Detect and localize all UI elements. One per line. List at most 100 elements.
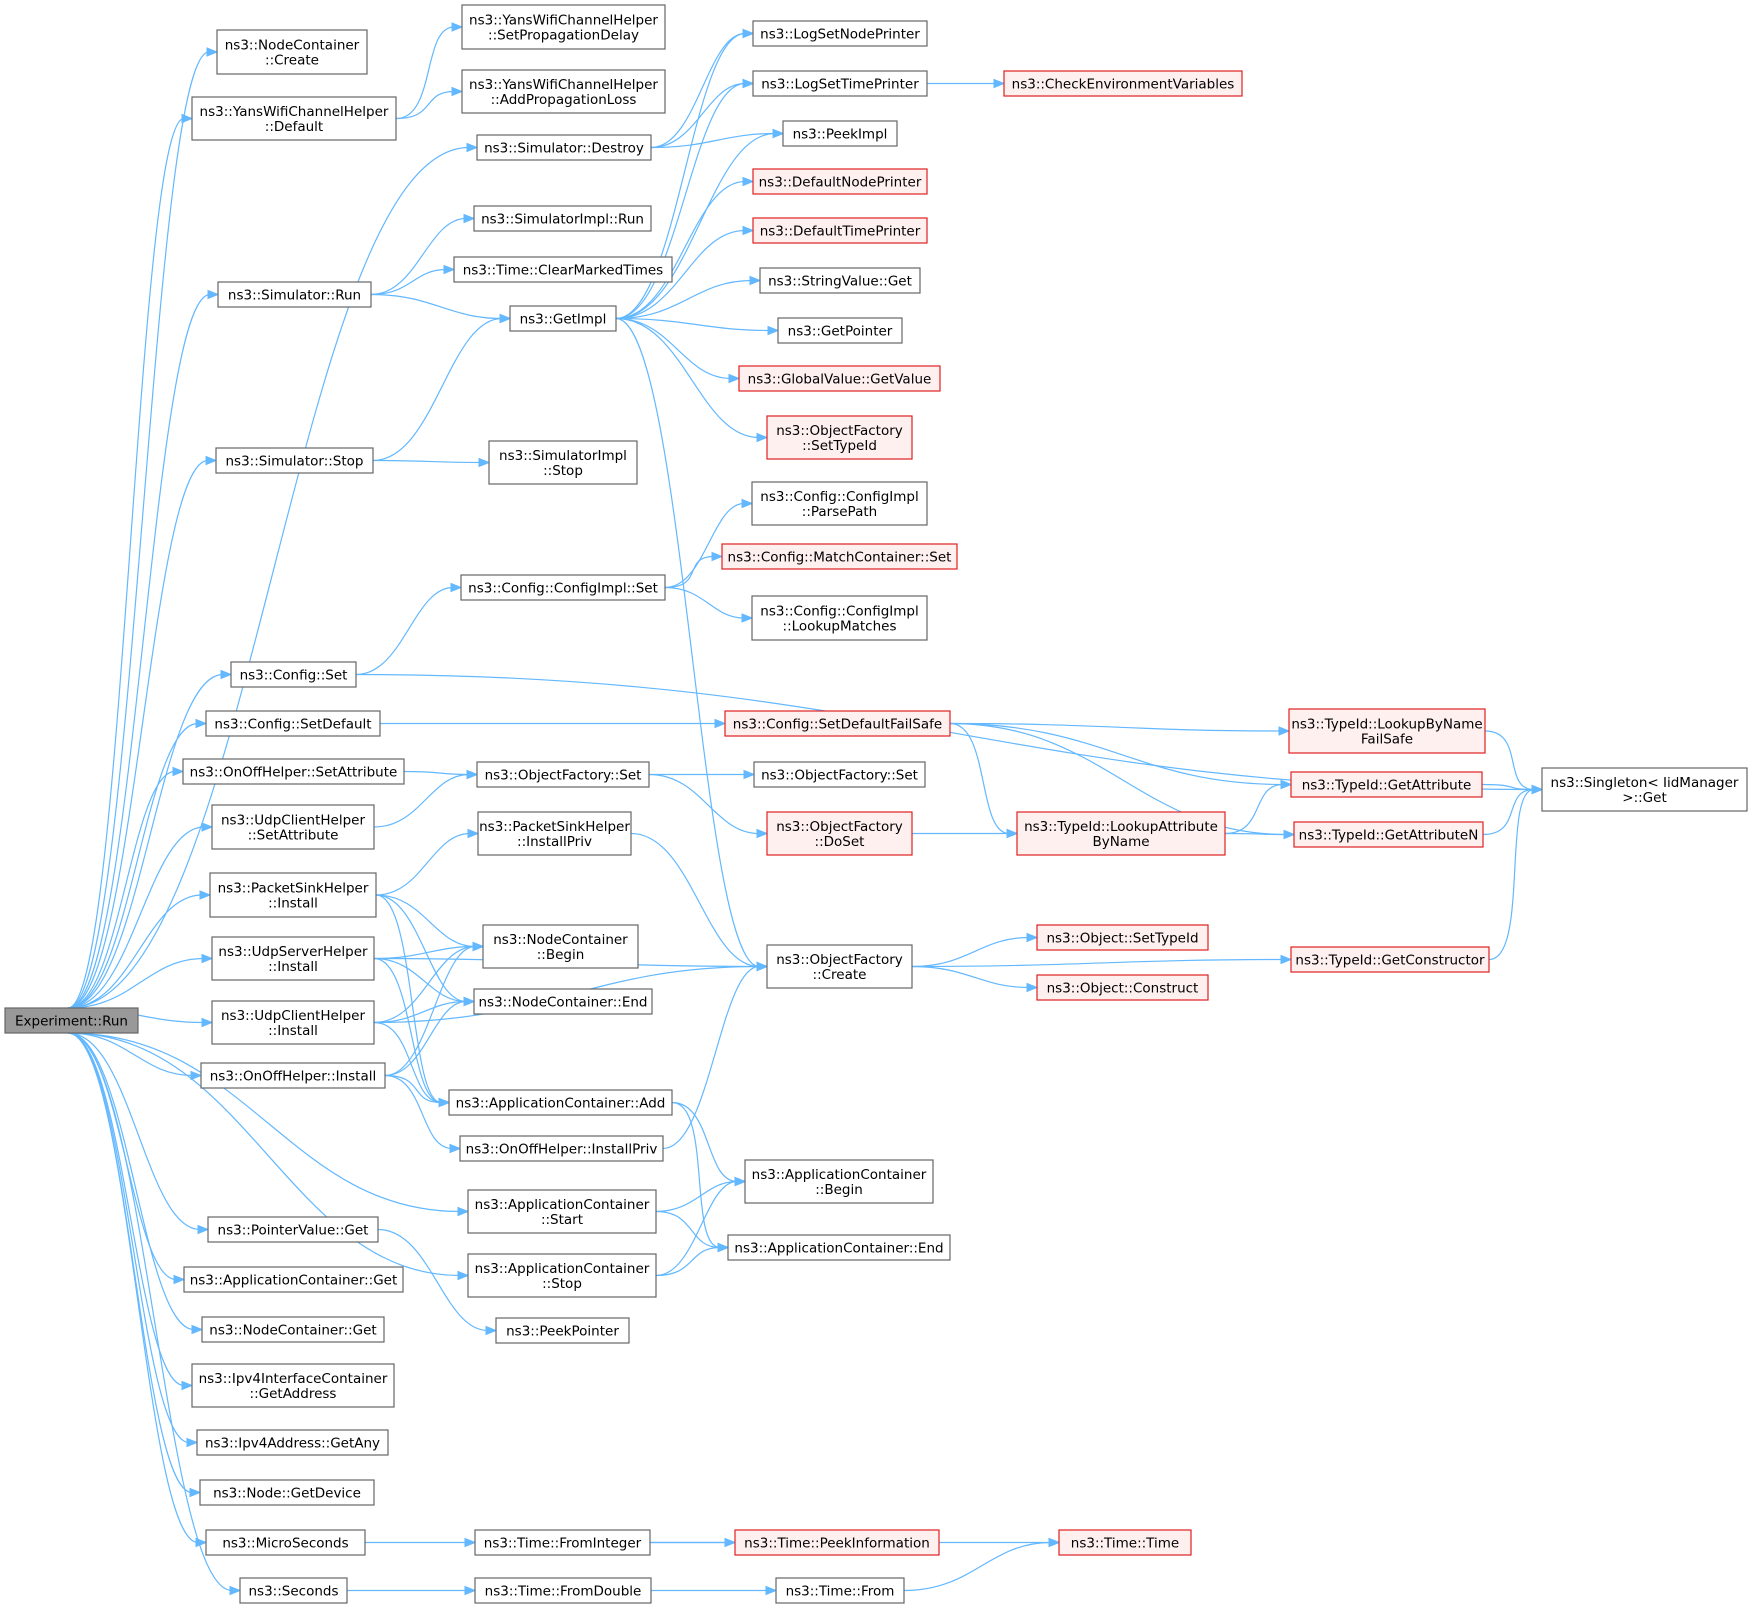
node-singleton-get[interactable]: ns3::Singleton< IidManager>::Get bbox=[1541, 767, 1748, 812]
node-time-clear[interactable]: ns3::Time::ClearMarkedTimes bbox=[453, 256, 673, 283]
node-time-fromdouble[interactable]: ns3::Time::FromDouble bbox=[474, 1577, 652, 1604]
node-objfac-doset[interactable]: ns3::ObjectFactory::DoSet bbox=[766, 811, 913, 856]
node-sim-run[interactable]: ns3::Simulator::Run bbox=[217, 281, 372, 308]
node-time-peekinfo[interactable]: ns3::Time::PeekInformation bbox=[734, 1529, 940, 1556]
node-defnodeprinter[interactable]: ns3::DefaultNodePrinter bbox=[752, 168, 928, 195]
node-label: ns3::StringValue::Get bbox=[768, 274, 912, 290]
edge-arrowhead bbox=[772, 128, 785, 139]
node-objfac-set2[interactable]: ns3::ObjectFactory::Set bbox=[753, 761, 926, 788]
node-root[interactable]: Experiment::Run bbox=[4, 1007, 139, 1034]
node-config-setdefault[interactable]: ns3::Config::SetDefault bbox=[205, 710, 381, 737]
node-ipv4addr-getany[interactable]: ns3::Ipv4Address::GetAny bbox=[196, 1429, 389, 1456]
node-nc-create[interactable]: ns3::NodeContainer::Create bbox=[216, 29, 368, 75]
node-typeid-getattrn[interactable]: ns3::TypeId::GetAttributeN bbox=[1293, 821, 1484, 848]
edge-line bbox=[373, 1000, 467, 1024]
node-packetsink-install[interactable]: ns3::PacketSinkHelper::Install bbox=[209, 872, 377, 918]
node-appc-get[interactable]: ns3::ApplicationContainer::Get bbox=[183, 1266, 404, 1293]
node-cfgimpl-set[interactable]: ns3::Config::ConfigImpl::Set bbox=[460, 574, 666, 601]
node-node-getdevice[interactable]: ns3::Node::GetDevice bbox=[199, 1479, 375, 1506]
node-getpointer[interactable]: ns3::GetPointer bbox=[777, 317, 903, 344]
node-getimpl[interactable]: ns3::GetImpl bbox=[509, 305, 617, 332]
node-pointervalue-get[interactable]: ns3::PointerValue::Get bbox=[207, 1216, 379, 1243]
node-label: ns3::Config::SetDefault bbox=[214, 717, 371, 733]
node-logsetnode[interactable]: ns3::LogSetNodePrinter bbox=[752, 20, 928, 47]
node-peekpointer[interactable]: ns3::PeekPointer bbox=[495, 1317, 630, 1344]
node-object-settypeid[interactable]: ns3::Object::SetTypeId bbox=[1036, 924, 1209, 951]
node-cfgimpl-parse[interactable]: ns3::Config::ConfigImpl::ParsePath bbox=[751, 481, 928, 526]
node-nc-get[interactable]: ns3::NodeContainer::Get bbox=[201, 1316, 385, 1343]
node-sim-destroy[interactable]: ns3::Simulator::Destroy bbox=[476, 134, 652, 161]
node-udpclient-setattr[interactable]: ns3::UdpClientHelper::SetAttribute bbox=[211, 804, 375, 850]
node-label: ns3::ObjectFactory bbox=[776, 423, 903, 439]
node-time-frominteger[interactable]: ns3::Time::FromInteger bbox=[474, 1529, 651, 1556]
node-objfac-settypeid[interactable]: ns3::ObjectFactory::SetTypeId bbox=[766, 415, 913, 460]
node-appc-add[interactable]: ns3::ApplicationContainer::Add bbox=[448, 1089, 673, 1116]
node-config-set[interactable]: ns3::Config::Set bbox=[230, 661, 357, 688]
node-nc-begin[interactable]: ns3::NodeContainer::Begin bbox=[482, 924, 639, 969]
node-appc-begin[interactable]: ns3::ApplicationContainer::Begin bbox=[744, 1159, 934, 1204]
node-objfac-set[interactable]: ns3::ObjectFactory::Set bbox=[476, 761, 650, 788]
node-seconds[interactable]: ns3::Seconds bbox=[239, 1577, 348, 1604]
node-appc-stop[interactable]: ns3::ApplicationContainer::Stop bbox=[467, 1253, 657, 1298]
node-logsettime[interactable]: ns3::LogSetTimePrinter bbox=[752, 70, 928, 97]
node-packetsink-installpriv[interactable]: ns3::PacketSinkHelper::InstallPriv bbox=[477, 811, 632, 856]
edge-onoff-installpriv-to-objfac-create bbox=[662, 961, 769, 1150]
edge-arrowhead bbox=[464, 1537, 477, 1548]
node-box bbox=[239, 1577, 348, 1604]
node-microseconds[interactable]: ns3::MicroSeconds bbox=[205, 1529, 366, 1556]
node-deftimeprinter[interactable]: ns3::DefaultTimePrinter bbox=[752, 217, 928, 244]
edge-arrowhead bbox=[742, 78, 755, 89]
node-typeid-getctor[interactable]: ns3::TypeId::GetConstructor bbox=[1290, 946, 1490, 973]
node-appc-start[interactable]: ns3::ApplicationContainer::Start bbox=[467, 1189, 657, 1234]
node-sim-stop[interactable]: ns3::Simulator::Stop bbox=[215, 447, 374, 474]
node-yans-setprop[interactable]: ns3::YansWifiChannelHelper::SetPropagati… bbox=[461, 4, 666, 50]
edge-appc-start-to-appc-end bbox=[655, 1210, 730, 1253]
node-typeid-getattr[interactable]: ns3::TypeId::GetAttribute bbox=[1290, 771, 1483, 798]
edge-arrowhead bbox=[173, 1274, 186, 1285]
node-globalvalue-getvalue[interactable]: ns3::GlobalValue::GetValue bbox=[738, 365, 941, 392]
node-checkenv[interactable]: ns3::CheckEnvironmentVariables bbox=[1003, 70, 1243, 97]
node-onoff-install[interactable]: ns3::OnOffHelper::Install bbox=[200, 1062, 386, 1089]
node-matchcontainer-set[interactable]: ns3::Config::MatchContainer::Set bbox=[721, 543, 958, 570]
node-time-time[interactable]: ns3::Time::Time bbox=[1058, 1529, 1192, 1556]
node-box bbox=[782, 120, 898, 147]
node-stringvalue-get[interactable]: ns3::StringValue::Get bbox=[759, 267, 921, 294]
node-peekimpl[interactable]: ns3::PeekImpl bbox=[782, 120, 898, 147]
node-objfac-create[interactable]: ns3::ObjectFactory::Create bbox=[766, 944, 913, 989]
node-onoff-setattr[interactable]: ns3::OnOffHelper::SetAttribute bbox=[182, 758, 405, 785]
node-label: ::Default bbox=[265, 119, 323, 135]
node-udpserver-install[interactable]: ns3::UdpServerHelper::Install bbox=[211, 936, 375, 981]
node-udpclient-install[interactable]: ns3::UdpClientHelper::Install bbox=[211, 1000, 375, 1045]
node-box bbox=[205, 1529, 366, 1556]
edge-arrowhead bbox=[449, 1143, 462, 1154]
node-appc-end[interactable]: ns3::ApplicationContainer::End bbox=[727, 1234, 951, 1261]
node-label: >::Get bbox=[1622, 790, 1666, 806]
node-yans-addloss[interactable]: ns3::YansWifiChannelHelper::AddPropagati… bbox=[461, 69, 666, 114]
node-label: ns3::LogSetTimePrinter bbox=[761, 77, 919, 93]
node-ipv4ic-getaddress[interactable]: ns3::Ipv4InterfaceContainer::GetAddress bbox=[191, 1363, 395, 1408]
node-label: FailSafe bbox=[1361, 732, 1413, 748]
node-cfgimpl-lookup[interactable]: ns3::Config::ConfigImpl::LookupMatches bbox=[751, 595, 928, 641]
node-label: ::ParsePath bbox=[802, 504, 877, 520]
node-time-from[interactable]: ns3::Time::From bbox=[775, 1577, 905, 1604]
node-onoff-installpriv[interactable]: ns3::OnOffHelper::InstallPriv bbox=[459, 1135, 664, 1162]
node-simimpl-run[interactable]: ns3::SimulatorImpl::Run bbox=[473, 205, 652, 232]
edge-onoff-install-to-nc-end bbox=[384, 996, 476, 1077]
edge-arrowhead bbox=[201, 1017, 214, 1028]
edge-arrowhead bbox=[717, 1242, 730, 1253]
edge-line bbox=[67, 957, 205, 1009]
node-label: ::Start bbox=[541, 1212, 583, 1228]
node-label: ns3::PeekImpl bbox=[793, 127, 888, 143]
node-label: ::Install bbox=[268, 1023, 318, 1039]
node-label: ns3::OnOffHelper::InstallPriv bbox=[466, 1142, 658, 1158]
node-simimpl-stop[interactable]: ns3::SimulatorImpl::Stop bbox=[488, 440, 638, 485]
node-nc-end[interactable]: ns3::NodeContainer::End bbox=[473, 988, 653, 1015]
node-object-construct[interactable]: ns3::Object::Construct bbox=[1036, 974, 1209, 1001]
node-yans-default[interactable]: ns3::YansWifiChannelHelper::Default bbox=[191, 96, 397, 141]
edge-config-setdefaultfailsafe-to-typeid-lookupbyname bbox=[949, 722, 1291, 736]
node-config-setdefaultfailsafe[interactable]: ns3::Config::SetDefaultFailSafe bbox=[724, 710, 951, 737]
node-box bbox=[752, 70, 928, 97]
